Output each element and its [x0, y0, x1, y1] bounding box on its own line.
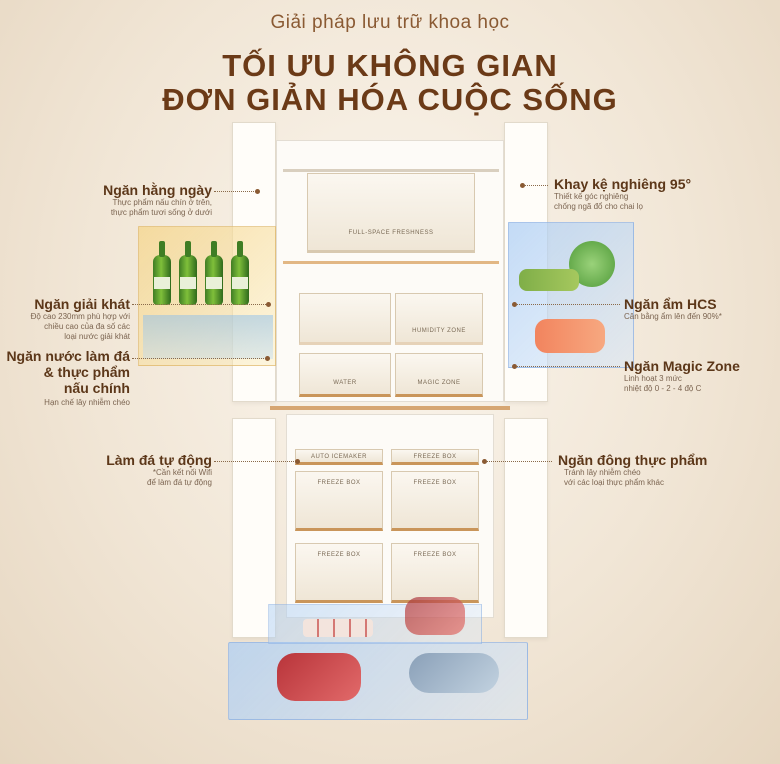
freezer-compartment: AUTO ICEMAKER FREEZE BOX FREEZE BOX FREE…	[286, 414, 494, 618]
fridge-illustration: FULL-SPACE FRESHNESS HUMIDITY ZONE WATER…	[232, 118, 548, 638]
water-drawer: WATER	[299, 353, 391, 397]
freeze-box-3: FREEZE BOX	[391, 471, 479, 531]
bottle-1	[153, 241, 171, 305]
meat	[405, 597, 465, 635]
salmon	[535, 319, 605, 353]
freeze-box-2: FREEZE BOX	[295, 471, 383, 531]
drink-compartment-highlight	[138, 226, 276, 366]
callout-auto-ice: Làm đá tự động *Cần kết nối Wifi để làm …	[106, 452, 212, 487]
ice-cream-cups	[303, 619, 373, 637]
callout-drink-compartment: Ngăn giải khát Độ cao 230mm phù hợp với …	[30, 296, 130, 341]
callout-magic-zone: Ngăn Magic Zone Linh hoạt 3 mức nhiệt độ…	[624, 358, 740, 393]
fish	[409, 653, 499, 693]
lower-right-door	[504, 418, 548, 638]
callout-freezer-compartment: Ngăn đông thực phẩm Tránh lây nhiễm chéo…	[558, 452, 708, 487]
lower-left-door	[232, 418, 276, 638]
freeze-box-label-4: FREEZE BOX	[317, 552, 361, 558]
water-drawer-upper	[299, 293, 391, 345]
freeze-box-label-2: FREEZE BOX	[317, 480, 361, 486]
freezer-shelf-highlight	[268, 597, 482, 644]
auto-ice-drawer: AUTO ICEMAKER	[295, 449, 383, 465]
bottle-3	[205, 241, 223, 305]
fridge-compartment: FULL-SPACE FRESHNESS HUMIDITY ZONE WATER…	[276, 140, 504, 402]
title-line-2: ĐƠN GIẢN HÓA CUỘC SỐNG	[162, 82, 618, 117]
humidity-drawer: HUMIDITY ZONE	[395, 293, 483, 345]
top-compartment-label: FULL-SPACE FRESHNESS	[348, 230, 434, 236]
divider-strip	[270, 406, 510, 410]
freeze-box-4: FREEZE BOX	[295, 543, 383, 603]
magic-zone-drawer: MAGIC ZONE	[395, 353, 483, 397]
freeze-box-top-right: FREEZE BOX	[391, 449, 479, 465]
auto-ice-label: AUTO ICEMAKER	[310, 454, 368, 460]
bottle-4	[231, 241, 249, 305]
freezer-tray-highlight	[228, 642, 528, 720]
freeze-box-5: FREEZE BOX	[391, 543, 479, 603]
freeze-box-label-1: FREEZE BOX	[413, 454, 457, 460]
humidity-compartment-highlight	[508, 222, 634, 368]
freeze-box-label-5: FREEZE BOX	[413, 552, 457, 558]
asparagus	[519, 269, 579, 291]
freeze-box-label-3: FREEZE BOX	[413, 480, 457, 486]
bottle-2	[179, 241, 197, 305]
title-line-1: TỐI ƯU KHÔNG GIAN	[222, 48, 558, 83]
callout-hcs-humidity: Ngăn ẩm HCS Cân bằng ẩm lên đến 90%*	[624, 296, 722, 321]
water-splash	[143, 315, 273, 359]
subtitle: Giải pháp lưu trữ khoa học	[270, 12, 510, 33]
steak	[277, 653, 361, 701]
top-compartment: FULL-SPACE FRESHNESS	[307, 173, 475, 253]
callout-ice-water-compartment: Ngăn nước làm đá & thực phẩm nấu chính H…	[6, 348, 130, 407]
callout-daily-compartment: Ngăn hằng ngày Thực phẩm nấu chín ở trên…	[103, 182, 212, 217]
water-label: WATER	[333, 380, 357, 386]
humidity-zone-label: HUMIDITY ZONE	[412, 328, 466, 334]
magic-zone-label: MAGIC ZONE	[417, 380, 461, 386]
callout-tilted-tray: Khay kệ nghiêng 95° Thiết kế góc nghiêng…	[554, 176, 692, 211]
